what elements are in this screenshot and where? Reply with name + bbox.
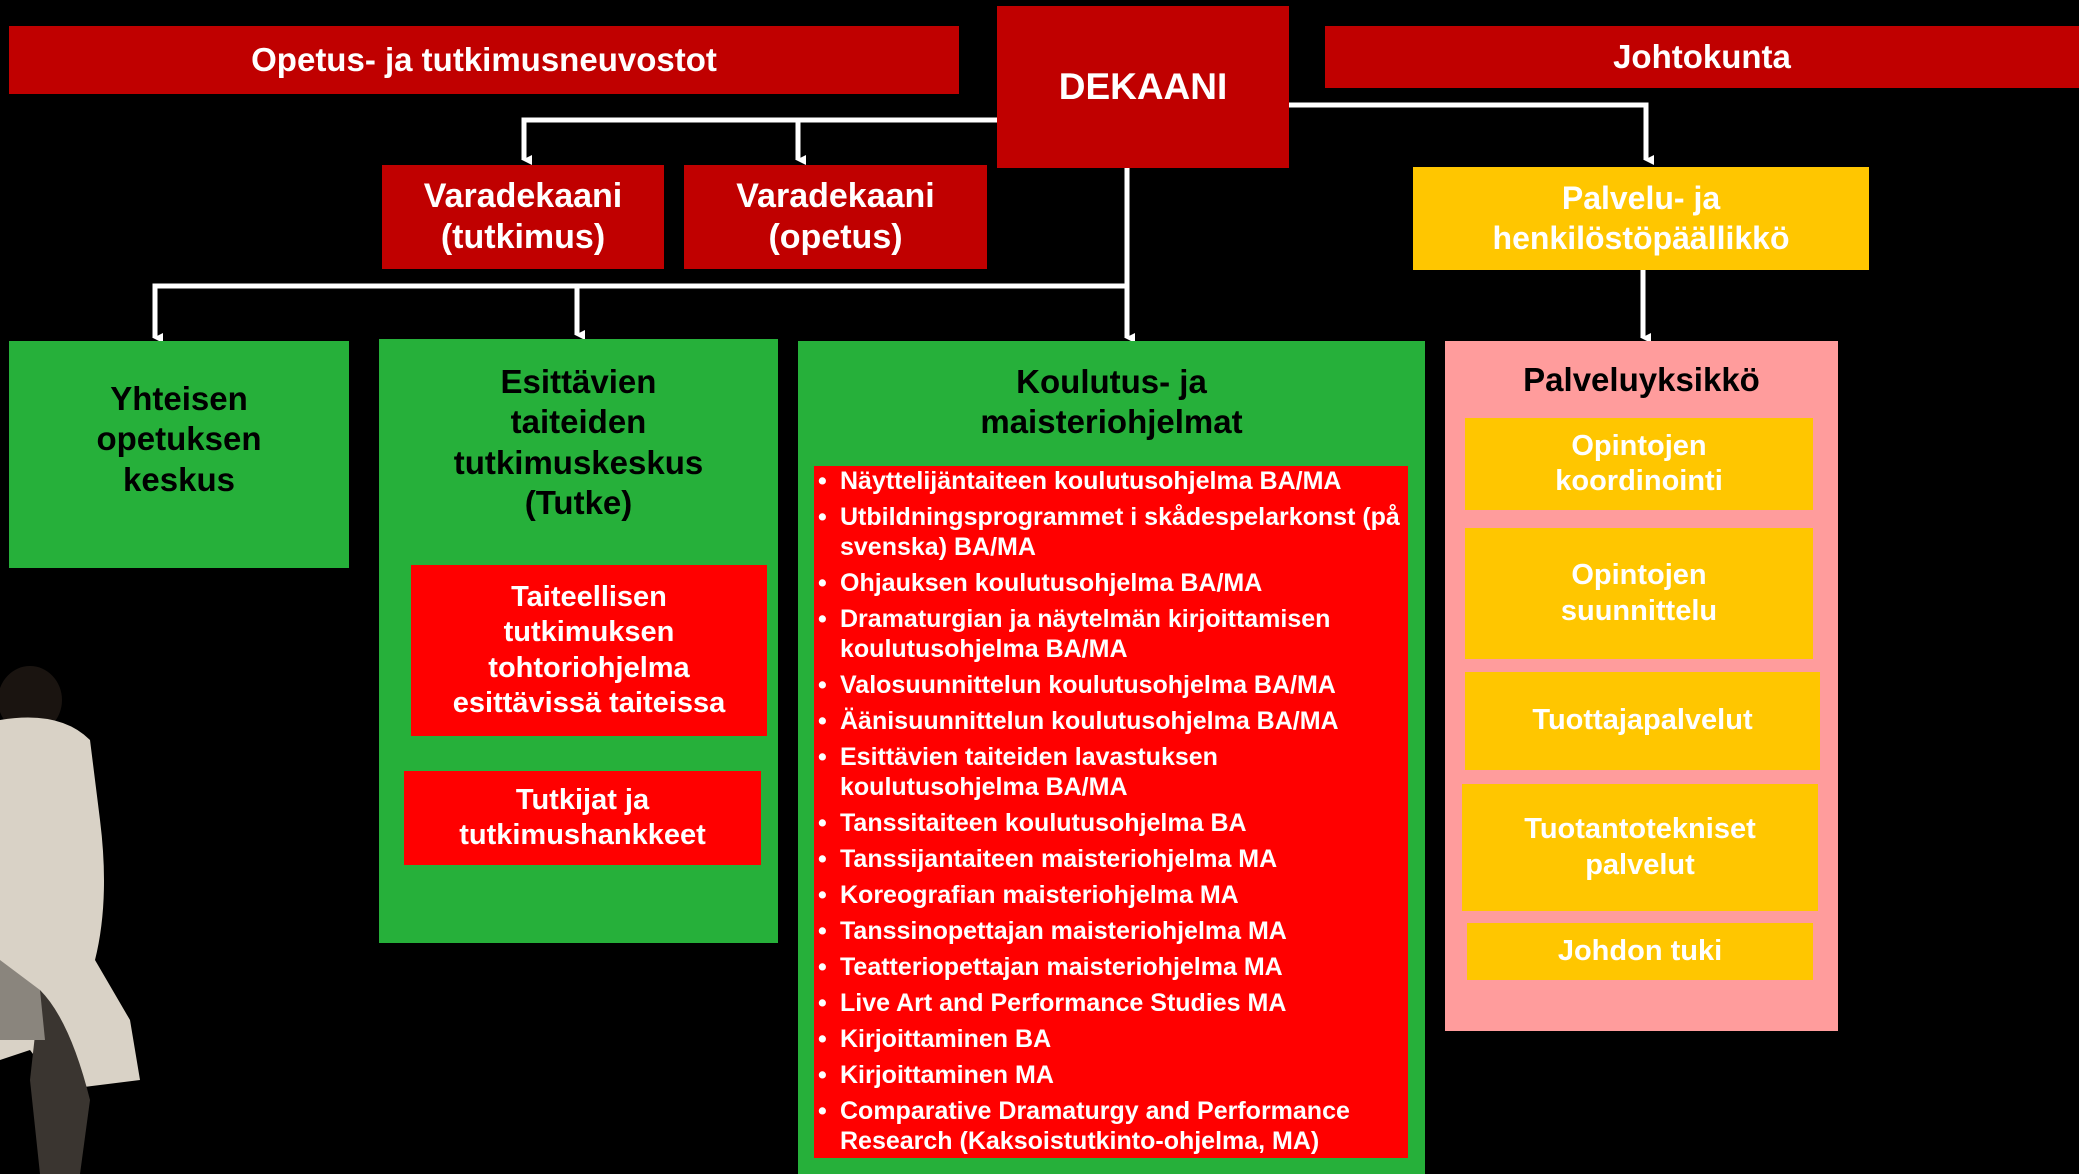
research-centre-title: Esittävien taiteiden tutkimuskeskus (Tut… (379, 362, 778, 523)
joint-teaching-line3: keskus (123, 460, 235, 498)
programmes-title-line1: Koulutus- ja (1016, 363, 1207, 400)
study-coordination-line1: Opintojen (1571, 429, 1707, 462)
doctoral-programme-box: Taiteellisen tutkimuksen tohtoriohjelma … (411, 565, 767, 736)
producer-services-box: Tuottajapalvelut (1465, 672, 1820, 770)
researchers-line1: Tutkijat ja (515, 783, 650, 816)
study-planning-box: Opintojen suunnittelu (1465, 528, 1813, 659)
programme-item: Koreografian maisteriohjelma MA (818, 880, 1404, 910)
study-planning-line2: suunnittelu (1560, 594, 1718, 627)
service-unit-title: Palveluyksikkö (1523, 361, 1760, 398)
programme-item: Äänisuunnittelun koulutusohjelma BA/MA (818, 706, 1404, 736)
programme-item: Dramaturgian ja näytelmän kirjoittamisen… (818, 604, 1404, 664)
programmes-list-panel: Näyttelijäntaiteen koulutusohjelma BA/MA… (814, 466, 1408, 1158)
programme-item: Tanssinopettajan maisteriohjelma MA (818, 916, 1404, 946)
vice-dean-research-line2: (tutkimus) (440, 218, 606, 256)
producer-services-label: Tuottajapalvelut (1532, 704, 1753, 737)
programme-item: Valosuunnittelun koulutusohjelma BA/MA (818, 670, 1404, 700)
programme-item: Kirjoittaminen MA (818, 1060, 1404, 1090)
programmes-title: Koulutus- ja maisteriohjelmat (798, 362, 1425, 443)
programme-item: Live Art and Performance Studies MA (818, 988, 1404, 1018)
vice-dean-teaching-box: Varadekaani (opetus) (684, 165, 987, 269)
management-support-box: Johdon tuki (1467, 923, 1813, 980)
programme-item: Comparative Dramaturgy and Performance R… (818, 1096, 1404, 1156)
vice-dean-teaching-line1: Varadekaani (736, 176, 935, 215)
board-label: Johtokunta (1613, 37, 1791, 75)
researchers-line2: tutkimushankkeet (459, 819, 706, 851)
management-support-label: Johdon tuki (1557, 934, 1723, 967)
programme-item: Tanssijantaiteen maisteriohjelma MA (818, 844, 1404, 874)
joint-teaching-centre-box: Yhteisen opetuksen keskus (9, 341, 349, 568)
programme-item: Näyttelijäntaiteen koulutusohjelma BA/MA (818, 466, 1404, 496)
programme-item: Teatteriopettajan maisteriohjelma MA (818, 952, 1404, 982)
programme-item: Kirjoittaminen BA (818, 1024, 1404, 1054)
study-coordination-line2: koordinointi (1555, 465, 1723, 497)
programme-item: Ohjauksen koulutusohjelma BA/MA (818, 568, 1404, 598)
services-head-line1: Palvelu- ja (1561, 180, 1721, 217)
research-centre-line1: Esittävien (500, 363, 657, 400)
doctoral-line4: esittävissä taiteissa (452, 686, 726, 719)
teaching-research-councils-box: Opetus- ja tutkimusneuvostot (9, 26, 959, 94)
study-coordination-box: Opintojen koordinointi (1465, 418, 1813, 510)
production-tech-line2: palvelut (1585, 848, 1695, 881)
services-head-box: Palvelu- ja henkilöstöpäällikkö (1413, 167, 1869, 270)
dean-box: DEKAANI (997, 6, 1289, 168)
dean-label: DEKAANI (1058, 66, 1228, 108)
production-tech-box: Tuotantotekniset palvelut (1462, 784, 1818, 911)
study-planning-line1: Opintojen (1571, 559, 1707, 592)
programmes-list: Näyttelijäntaiteen koulutusohjelma BA/MA… (818, 466, 1404, 1156)
vice-dean-teaching-line2: (opetus) (768, 218, 903, 256)
councils-label: Opetus- ja tutkimusneuvostot (251, 40, 717, 78)
joint-teaching-line2: opetuksen (96, 420, 262, 458)
joint-teaching-line1: Yhteisen (110, 380, 248, 417)
production-tech-line1: Tuotantotekniset (1524, 813, 1756, 846)
doctoral-line1: Taiteellisen (511, 580, 667, 613)
research-centre-line3: tutkimuskeskus (453, 443, 704, 481)
performer-photo (0, 666, 140, 1174)
doctoral-line2: tutkimuksen (503, 616, 675, 649)
vice-dean-research-line1: Varadekaani (423, 176, 623, 215)
research-centre-line4: (Tutke) (524, 483, 633, 521)
services-head-line2: henkilöstöpäällikkö (1492, 219, 1790, 256)
programme-item: Esittävien taiteiden lavastuksen koulutu… (818, 742, 1404, 802)
programme-item: Utbildningsprogrammet i skådespelarkonst… (818, 502, 1404, 562)
board-box: Johtokunta (1325, 26, 2079, 88)
doctoral-line3: tohtoriohjelma (488, 651, 690, 684)
researchers-projects-box: Tutkijat ja tutkimushankkeet (404, 771, 761, 865)
programme-item: Tanssitaiteen koulutusohjelma BA (818, 808, 1404, 838)
vice-dean-research-box: Varadekaani (tutkimus) (382, 165, 664, 269)
research-centre-line2: taiteiden (510, 403, 647, 441)
programmes-title-line2: maisteriohjelmat (980, 403, 1243, 441)
